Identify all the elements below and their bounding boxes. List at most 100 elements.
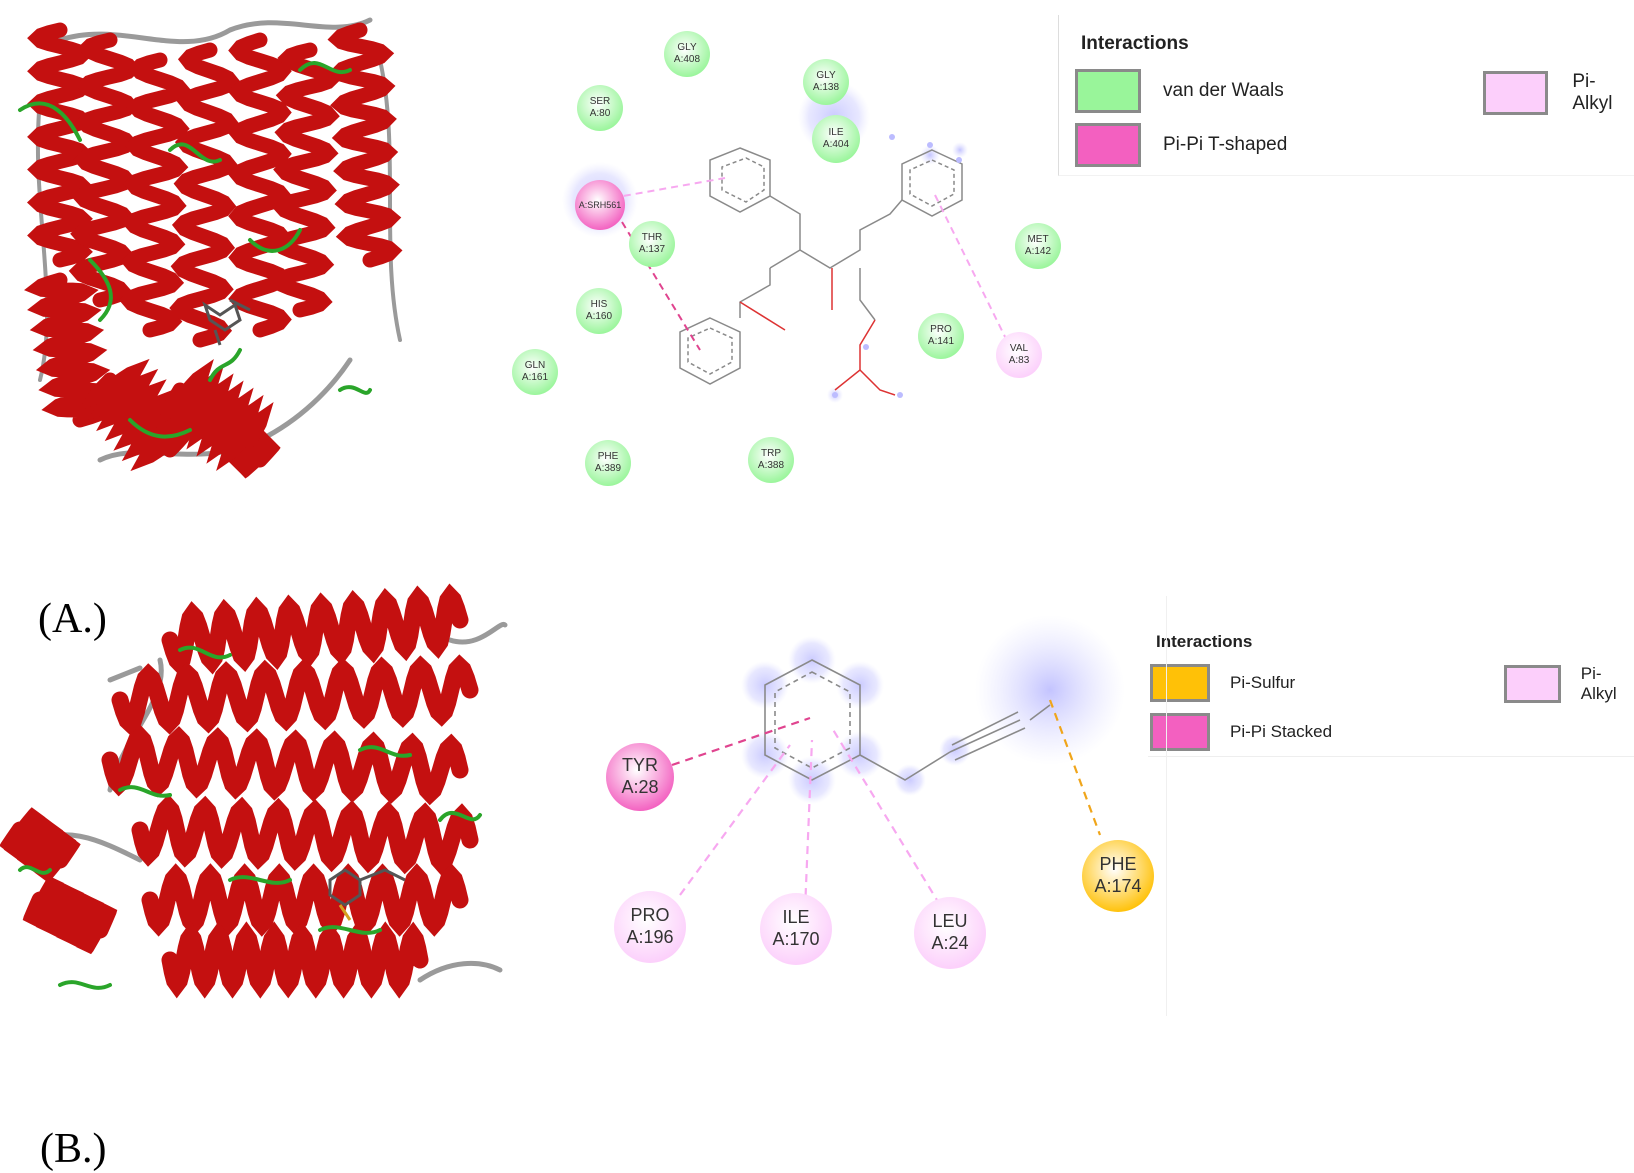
- residue-pro-196: PRO A:196: [614, 891, 686, 963]
- interaction-lines-b: [671, 699, 1102, 911]
- legend-a: Interactions van der Waals Pi-Pi T-shape…: [1058, 15, 1634, 176]
- panel-label-b: (B.): [40, 1126, 107, 1172]
- helix-ribbon: [101, 724, 469, 806]
- legend-label: Pi-Sulfur: [1230, 673, 1296, 692]
- residue-thr-137: THR A:137: [629, 221, 675, 267]
- legend-label: Pi-Pi T-shaped: [1163, 134, 1288, 155]
- panel-b-frame: [1166, 596, 1167, 1016]
- residue-id: A:161: [521, 372, 549, 383]
- residue-trp-388: TRP A:388: [748, 437, 794, 483]
- legend-swatch: [1504, 665, 1561, 703]
- legend-swatch: [1075, 69, 1141, 113]
- residue-tyr-28: TYR A:28: [606, 743, 674, 811]
- protein-structure-b: [0, 583, 508, 999]
- helix-ribbon: [0, 807, 81, 883]
- residue-id: A:137: [638, 244, 666, 255]
- legend-swatch: [1150, 664, 1210, 702]
- residue-name: A:SRH561: [578, 199, 622, 210]
- helix-ribbon: [26, 22, 94, 268]
- residue-phe-389: PHE A:389: [585, 440, 631, 486]
- legend-title: Interactions: [1081, 33, 1189, 54]
- helix-ribbon: [169, 42, 241, 348]
- residue-name: ILE: [782, 907, 810, 928]
- residue-name: GLY: [677, 42, 697, 53]
- residue-name: GLY: [816, 70, 836, 81]
- helix-ribbon: [118, 52, 192, 338]
- residue-name: ILE: [828, 127, 844, 138]
- legend-item-pi-pi-stacked: Pi-Pi Stacked: [1150, 713, 1332, 751]
- residue-name: HIS: [590, 299, 608, 310]
- residue-name: LEU: [932, 911, 968, 932]
- residue-id: A:24: [931, 933, 969, 953]
- residue-id: A:83: [1008, 355, 1030, 366]
- residue-ile-404: ILE A:404: [812, 115, 860, 163]
- panel-label-a: (A.): [38, 596, 107, 642]
- legend-swatch: [1483, 71, 1549, 115]
- residue-name: THR: [641, 232, 663, 243]
- residue-leu-24: LEU A:24: [914, 897, 986, 969]
- residue-ser-80: SER A:80: [577, 85, 623, 131]
- helix-ribbon: [141, 863, 469, 937]
- residue-id: A:408: [673, 54, 701, 65]
- residue-ile-170: ILE A:170: [760, 893, 832, 965]
- residue-id: A:28: [621, 777, 659, 797]
- residue-name: PRO: [630, 905, 670, 926]
- legend-title: Interactions: [1156, 632, 1253, 651]
- legend-label: van der Waals: [1163, 80, 1284, 101]
- residue-id: A:170: [772, 929, 820, 949]
- legend-swatch: [1150, 713, 1210, 751]
- legend-item-pi-pi-t-shaped: Pi-Pi T-shaped: [1075, 123, 1287, 167]
- helix-ribbon: [131, 794, 479, 876]
- legend-label: Pi-Alkyl: [1572, 71, 1613, 114]
- legend-b: Interactions Pi-Sulfur Pi-Pi Stacked Pi-…: [1148, 596, 1634, 757]
- residue-id: A:141: [927, 336, 955, 347]
- residue-id: A:160: [585, 311, 613, 322]
- loops-b: [18, 645, 482, 990]
- ligand-sticks-b: [328, 868, 406, 921]
- residue-name: GLN: [524, 360, 546, 371]
- residue-gln-161: GLN A:161: [512, 349, 558, 395]
- residue-pro-141: PRO A:141: [918, 313, 964, 359]
- legend-swatch: [1075, 123, 1141, 167]
- residue-phe-174: PHE A:174: [1082, 840, 1154, 912]
- legend-label: Pi-Alkyl: [1580, 664, 1617, 703]
- residue-name: VAL: [1009, 343, 1029, 354]
- helix-ribbon: [161, 583, 469, 677]
- residue-name: TYR: [622, 755, 658, 776]
- helix-bundle-b: [0, 583, 479, 999]
- legend-item-pi-alkyl: Pi-Alkyl: [1504, 664, 1634, 704]
- residue-id: A:174: [1094, 876, 1142, 896]
- residue-his-160: HIS A:160: [576, 288, 622, 334]
- residue-val-83: VAL A:83: [996, 332, 1042, 378]
- helix-ribbon: [161, 921, 429, 999]
- residue-name: MET: [1027, 234, 1049, 245]
- helix-ribbon: [68, 32, 142, 308]
- residue-gly-138: GLY A:138: [803, 59, 849, 105]
- residue-id: A:196: [626, 927, 674, 947]
- residue-id: A:404: [822, 139, 850, 150]
- helix-ribbon: [268, 42, 342, 318]
- residue-name: SER: [589, 96, 611, 107]
- residue-id: A:142: [1024, 246, 1052, 257]
- legend-item-van-der-waals: van der Waals: [1075, 69, 1284, 113]
- residue-name: PHE: [597, 451, 619, 462]
- residue-id: A:138: [812, 82, 840, 93]
- residue-name: PHE: [1099, 854, 1137, 875]
- residue-id: A:80: [589, 108, 611, 119]
- helix-ribbon: [22, 875, 118, 955]
- residue-srh-561: A:SRH561: [575, 180, 625, 230]
- helix-bundle-a: [24, 22, 403, 479]
- residue-gly-408: GLY A:408: [664, 31, 710, 77]
- helix-ribbon: [111, 654, 479, 736]
- legend-label: Pi-Pi Stacked: [1230, 722, 1333, 741]
- loops-a: [18, 61, 372, 439]
- residue-name: TRP: [761, 448, 781, 459]
- ligand-sticks-a: [202, 298, 251, 346]
- residue-name: PRO: [930, 324, 952, 335]
- residue-id: A:389: [594, 463, 622, 474]
- residue-id: A:388: [757, 460, 785, 471]
- legend-item-pi-sulfur: Pi-Sulfur: [1150, 664, 1295, 702]
- helix-ribbon: [327, 22, 403, 268]
- legend-item-pi-alkyl: Pi-Alkyl: [1483, 71, 1634, 115]
